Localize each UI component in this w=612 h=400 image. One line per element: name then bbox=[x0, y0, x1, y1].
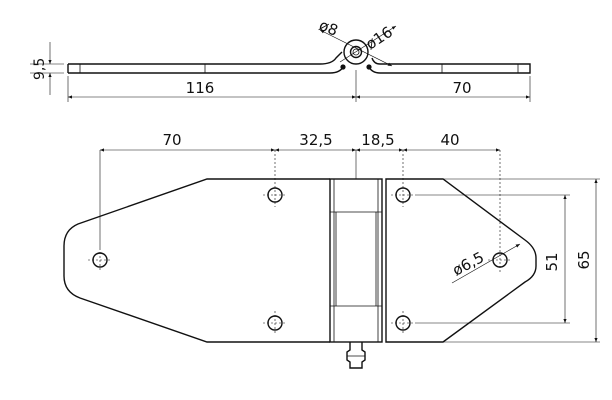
top-mid-spacing-label: 32,5 bbox=[299, 131, 332, 149]
side-right-length-label: 70 bbox=[452, 79, 471, 97]
hole bbox=[263, 150, 287, 207]
overall-height-label: 65 bbox=[575, 250, 593, 269]
grease-nipple bbox=[346, 342, 366, 369]
hole bbox=[391, 150, 415, 207]
side-height-label: 9,5 bbox=[32, 58, 48, 80]
hole bbox=[488, 150, 512, 272]
pin-diameter-label: ø8 bbox=[317, 16, 341, 40]
hole bbox=[88, 248, 112, 272]
front-knuckle bbox=[329, 178, 383, 343]
hole bbox=[391, 311, 415, 335]
top-left-spacing-label: 70 bbox=[162, 131, 181, 149]
front-view: 70 32,5 18,5 40 ø6,5 51 65 bbox=[63, 131, 600, 369]
top-right-offset-label: 18,5 bbox=[361, 131, 394, 149]
side-right-leaf bbox=[380, 63, 531, 74]
right-hole-spacing-label: 51 bbox=[543, 252, 561, 271]
front-right-leaf bbox=[385, 178, 537, 343]
hole-diameter-label: ø6,5 bbox=[449, 248, 487, 279]
side-left-length-label: 116 bbox=[186, 79, 215, 97]
top-right-spacing-label: 40 bbox=[440, 131, 459, 149]
side-left-leaf bbox=[68, 51, 345, 74]
side-view: ø8 ø16 9,5 116 70 bbox=[30, 16, 531, 102]
front-left-leaf bbox=[63, 178, 330, 343]
hole bbox=[263, 311, 287, 335]
